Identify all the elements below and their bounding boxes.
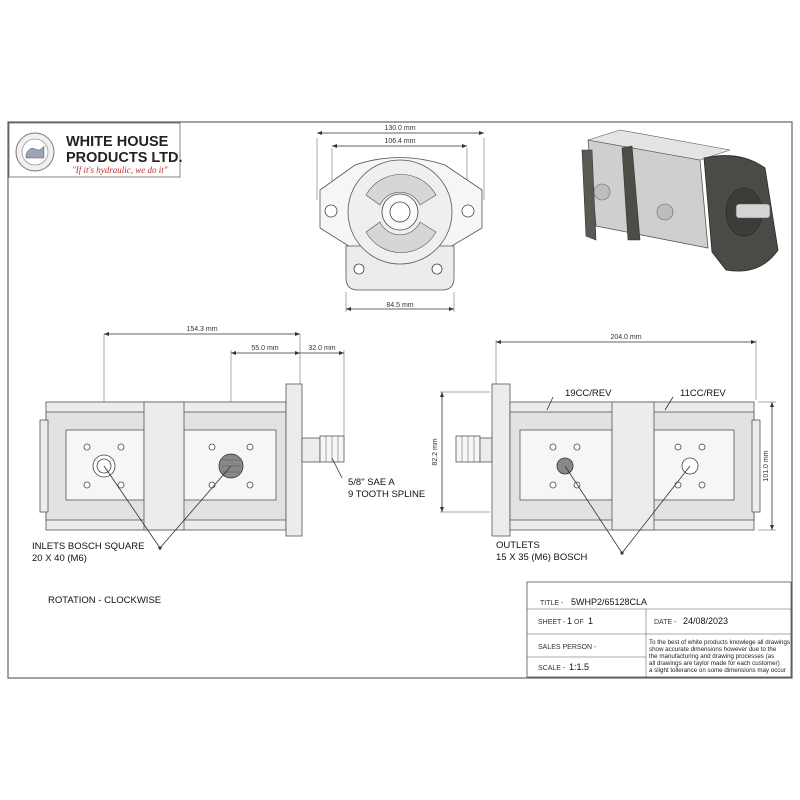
title-value: 5WHP2/65128CLA xyxy=(571,597,647,607)
inlets-label-line2: 20 X 40 (M6) xyxy=(32,553,87,564)
date-label: DATE - xyxy=(654,619,677,626)
sheet-number: 1 xyxy=(567,616,572,626)
disclaimer-line-5: a slight tollerance on some dimensions m… xyxy=(649,667,786,674)
pump-isometric-image xyxy=(581,129,779,272)
sales-person-label: SALES PERSON - xyxy=(538,644,597,651)
dim-106-4: 106.4 mm xyxy=(384,138,415,145)
rotation-note: ROTATION - CLOCKWISE xyxy=(48,595,161,606)
disclaimer-line-4: all drawings are taylor made for each cu… xyxy=(649,660,780,667)
sheet-of: OF xyxy=(574,619,584,626)
title-block: TITLE - 5WHP2/65128CLA SHEET - 1 OF 1 DA… xyxy=(526,581,792,678)
section1-label: 19CC/REV xyxy=(565,388,612,399)
company-tagline: "If it's hydraulic, we do it" xyxy=(72,165,168,175)
dim-130: 130.0 mm xyxy=(384,125,415,132)
spline-label-line1: 5/8" SAE A xyxy=(348,477,395,488)
disclaimer-line-3: the manufacturing and drawing processes … xyxy=(649,653,774,660)
section2-label: 11CC/REV xyxy=(680,388,726,399)
dim-84-5: 84.5 mm xyxy=(386,302,413,309)
left-side-view: 154.3 mm 55.0 mm 32.0 mm xyxy=(32,326,425,564)
dim-82-2: 82.2 mm xyxy=(432,438,439,465)
outlets-label-line1: OUTLETS xyxy=(496,540,540,551)
sheet-border xyxy=(7,121,793,679)
dim-204: 204.0 mm xyxy=(610,334,641,341)
company-logo: WHITE HOUSE PRODUCTS LTD. "If it's hydra… xyxy=(8,122,183,178)
scale-label: SCALE - xyxy=(538,665,566,672)
company-name-line2: PRODUCTS LTD. xyxy=(66,150,183,166)
dim-32: 32.0 mm xyxy=(308,345,335,352)
scale-value: 1:1.5 xyxy=(569,662,589,672)
sheet-label: SHEET - xyxy=(538,619,566,626)
outlets-label-line2: 15 X 35 (M6) BOSCH xyxy=(496,552,587,563)
dim-154-3: 154.3 mm xyxy=(186,326,217,333)
dim-55: 55.0 mm xyxy=(251,345,278,352)
company-name-line1: WHITE HOUSE xyxy=(66,134,169,150)
title-label: TITLE - xyxy=(540,600,564,607)
spline-label-line2: 9 TOOTH SPLINE xyxy=(348,489,425,500)
right-side-view: 204.0 mm 82.2 mm 101.0 mm xyxy=(432,334,776,563)
disclaimer-line-2: show accurate dimensions however due to … xyxy=(649,646,777,653)
disclaimer-line-1: To the best of white products knowlege a… xyxy=(649,639,790,646)
inlets-label-line1: INLETS BOSCH SQUARE xyxy=(32,541,144,552)
front-view: 130.0 mm 106.4 mm 84.5 mm xyxy=(316,125,485,312)
sheet-total: 1 xyxy=(588,616,593,626)
date-value: 24/08/2023 xyxy=(683,616,728,626)
dim-101: 101.0 mm xyxy=(763,450,770,481)
